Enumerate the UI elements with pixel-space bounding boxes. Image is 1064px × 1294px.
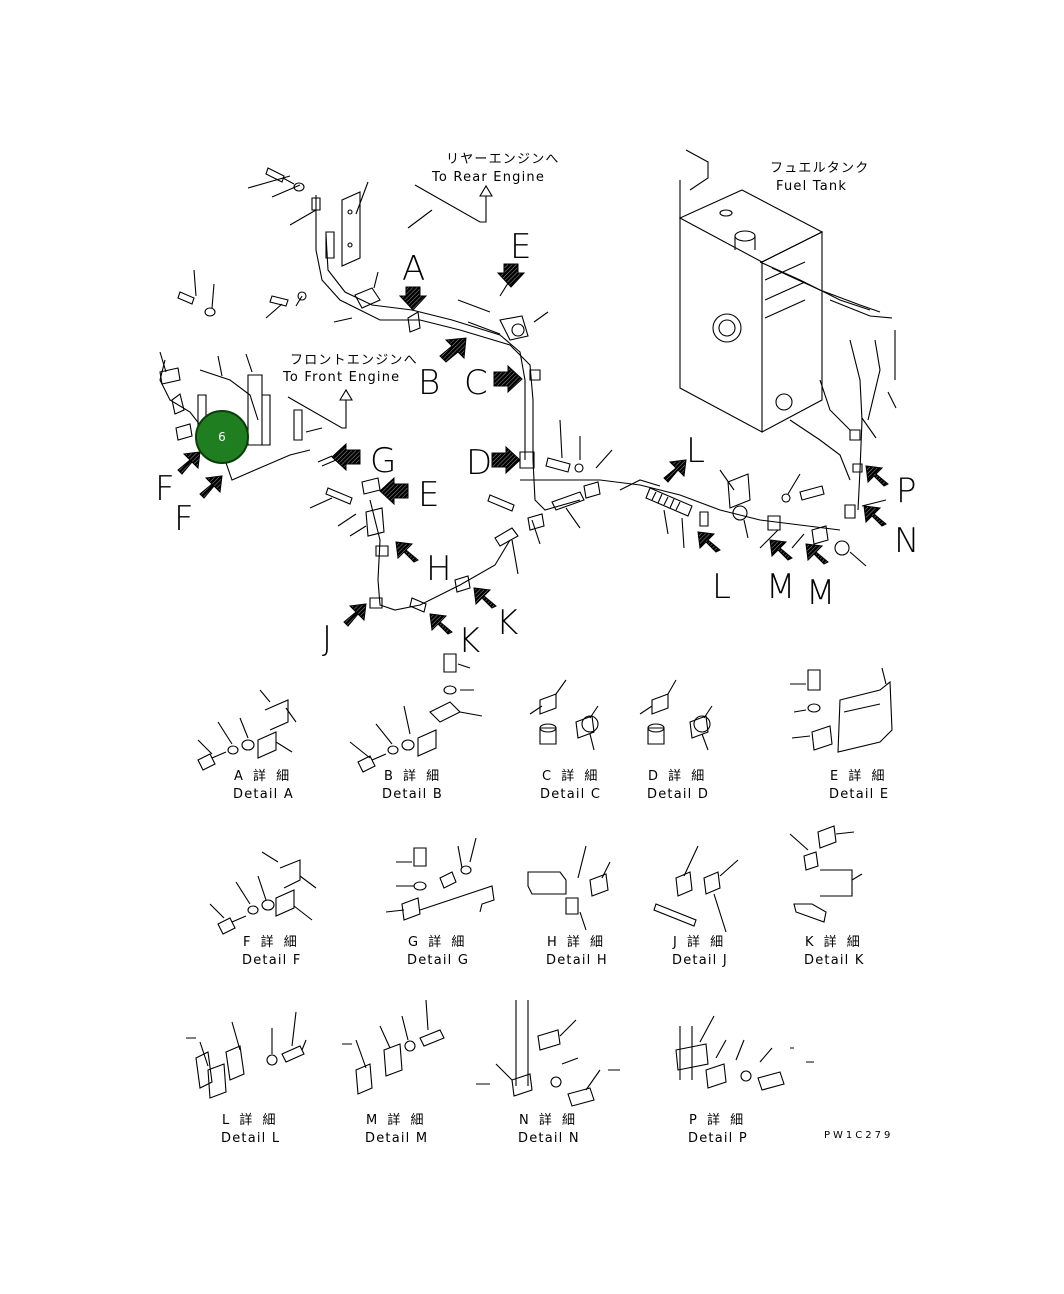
detail-b-drawing [349,653,483,773]
letter-f1: F [155,469,175,509]
letter-m2: M [806,573,835,613]
arrow-j [343,603,367,627]
rear-engine-label-en: To Rear Engine [431,170,545,185]
detail-a-drawing [197,689,297,771]
detail-a-jp: A 詳 細 [234,768,292,784]
detail-h-jp: H 詳 細 [547,934,606,950]
detail-a-en: Detail A [233,787,294,802]
detail-b-en: Detail B [382,787,443,802]
detail-l-en: Detail L [221,1131,280,1146]
drawing-code: PW1C279 [824,1130,893,1141]
detail-p-en: Detail P [688,1131,748,1146]
letter-h: H [426,549,452,589]
letter-k2: K [458,621,480,661]
arrow-l-top [663,459,687,483]
detail-p-drawing [675,1015,814,1091]
letter-b: B [418,363,440,403]
detail-j-drawing [653,845,739,933]
detail-d-jp: D 詳 細 [648,768,707,784]
letter-e-top: E [510,227,531,267]
arrow-f1 [177,451,201,475]
detail-f-drawing [209,851,317,935]
letter-l-top: L [686,431,705,471]
detail-m-en: Detail M [365,1131,428,1146]
arrow-c [493,364,523,394]
leader-lines [159,175,897,575]
arrow-k1 [473,587,497,609]
detail-n-jp: N 詳 細 [519,1112,578,1128]
arrow-k2 [429,613,453,635]
fuel-lines [159,184,841,611]
arrow-l-bottom [697,531,721,553]
front-engine-label-en: To Front Engine [282,370,400,385]
fuel-tank-label-en: Fuel Tank [776,179,847,194]
detail-g-jp: G 詳 細 [408,934,467,950]
arrow-n [863,505,887,527]
detail-k-en: Detail K [804,953,865,968]
detail-m-jp: M 詳 細 [366,1112,426,1128]
arrow-f2 [199,475,223,499]
detail-captions: A 詳 細 Detail A B 詳 細 Detail B C 詳 細 Deta… [221,768,889,1146]
detail-p-jp: P 詳 細 [689,1112,746,1128]
fuel-tank [678,149,896,511]
detail-h-en: Detail H [546,953,608,968]
detail-f-jp: F 詳 細 [243,934,300,950]
callout-marker[interactable]: 6 [195,410,249,464]
callout-number: 6 [218,430,226,444]
detail-k-drawing [789,825,863,923]
detail-e-drawing [790,667,893,753]
letter-d: D [466,443,492,483]
arrow-e-top [496,263,526,288]
detail-l-drawing [186,1011,307,1099]
arrow-d [491,445,521,475]
detail-f-en: Detail F [242,953,302,968]
detail-g-drawing [385,837,495,921]
detail-e-jp: E 詳 細 [830,768,887,784]
letter-l-bottom: L [712,567,731,607]
arrow-g [331,442,361,472]
detail-j-jp: J 詳 細 [672,934,726,950]
detail-b-jp: B 詳 細 [384,768,442,784]
detail-d-en: Detail D [647,787,709,802]
letter-j: J [322,619,332,659]
detail-e-en: Detail E [829,787,889,802]
detail-n-en: Detail N [518,1131,580,1146]
detail-j-en: Detail J [672,953,728,968]
detail-d-drawing [639,679,713,751]
letter-g: G [370,441,396,481]
detail-c-jp: C 詳 細 [542,768,600,784]
arrow-m2 [805,543,829,565]
rear-engine-label-jp: リヤーエンジンへ [446,152,560,167]
detail-m-drawing [342,999,445,1095]
detail-h-drawing [527,845,611,931]
fuel-tank-label-jp: フュエルタンク [770,161,869,176]
letter-e-mid: E [418,475,439,515]
arrow-b [439,337,467,363]
front-engine-label-jp: フロントエンジンへ [290,353,418,368]
detail-c-en: Detail C [540,787,601,802]
letter-c: C [464,363,488,403]
arrow-e-mid [379,476,409,506]
letter-n: N [894,521,919,561]
arrow-h [395,541,419,563]
letter-f2: F [174,499,194,539]
arrow-m1 [769,539,793,561]
letter-p: P [896,471,917,511]
detail-c-drawing [529,679,599,751]
detail-n-drawing [476,1000,620,1107]
detail-k-jp: K 詳 細 [805,934,863,950]
letter-k1: K [496,603,518,643]
arrow-a [398,286,428,311]
letter-m1: M [766,567,795,607]
detail-l-jp: L 詳 細 [222,1112,279,1128]
arrow-p [865,465,889,487]
letter-a: A [402,249,425,289]
detail-g-en: Detail G [407,953,469,968]
